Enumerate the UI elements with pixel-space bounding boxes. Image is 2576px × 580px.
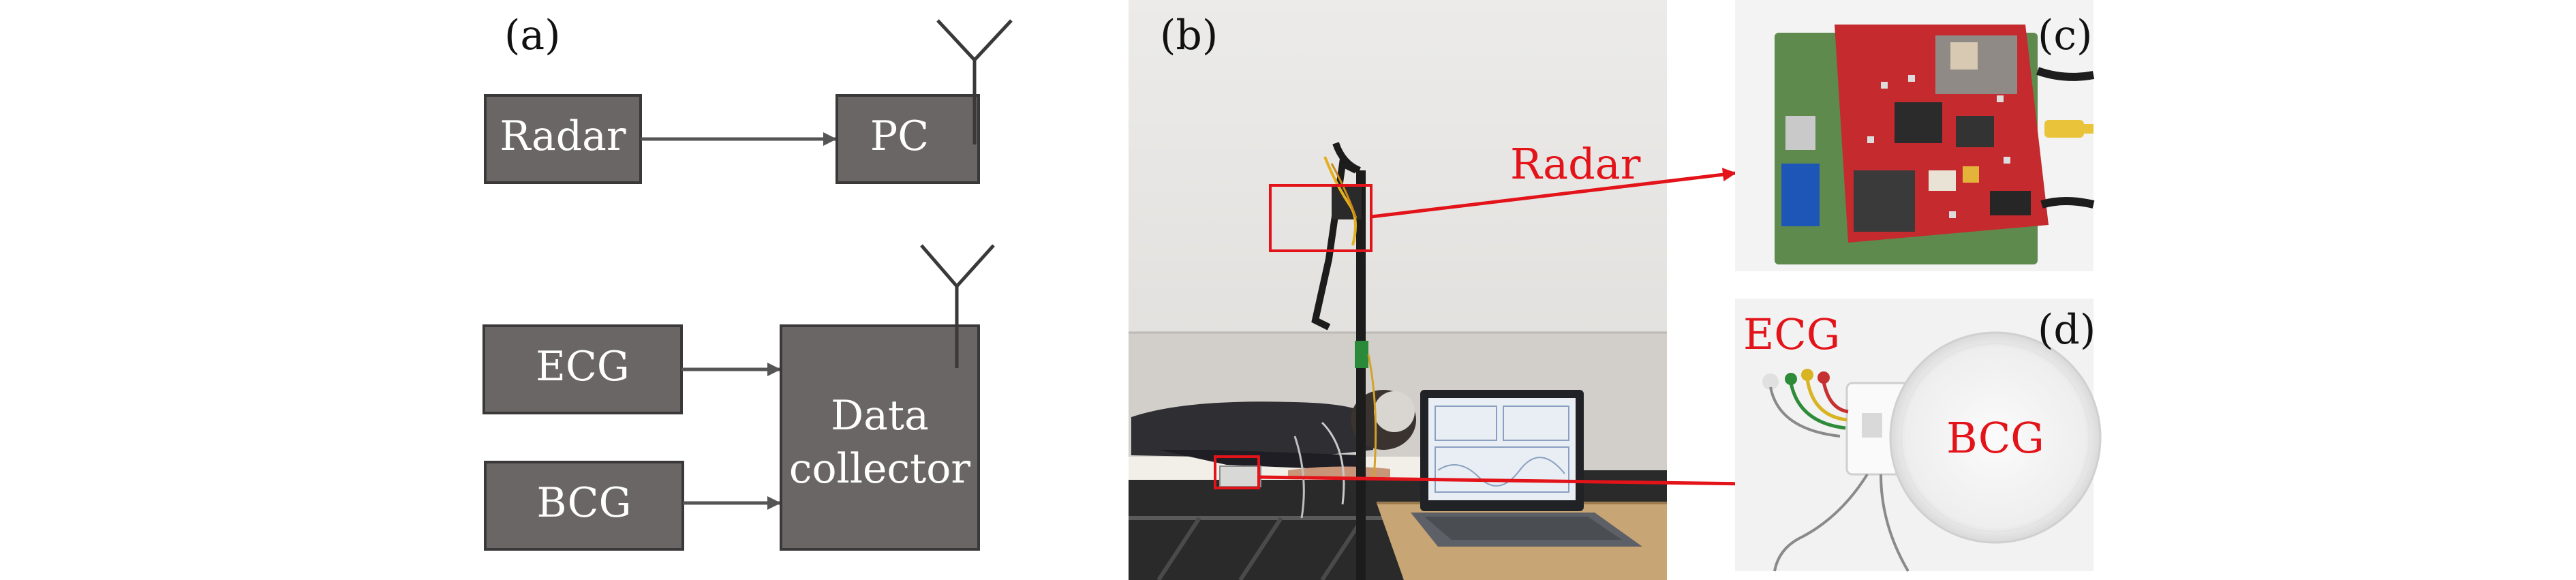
panel-label-c: (c) xyxy=(2038,12,2092,59)
panel-c: (c) xyxy=(1735,0,2095,271)
radar-block-label: Radar xyxy=(500,112,626,160)
panel-label-b: (b) xyxy=(1160,12,1218,59)
ecg-block-label: ECG xyxy=(536,343,630,391)
panel-label-a: (a) xyxy=(504,12,561,59)
bcg-block-label: BCG xyxy=(536,479,631,527)
radar-highlight-box xyxy=(1269,184,1373,252)
panel-label-d: (d) xyxy=(2038,306,2096,354)
sensor-pointer-arrow xyxy=(1258,475,1750,491)
radar-annotation: Radar xyxy=(1510,139,1641,189)
pc-block-label: PC xyxy=(870,112,929,160)
antenna-icon xyxy=(936,19,1013,144)
antenna-icon xyxy=(920,244,995,368)
panel-b: (b) xyxy=(1129,0,1667,580)
data-collector-label-line1: Data xyxy=(831,392,929,440)
panel-d: ECG BCG (d) xyxy=(1735,299,2102,573)
panel-a: (a) Radar PC ECG BCG Data collector xyxy=(482,12,1013,551)
radar-pointer-arrow xyxy=(1370,168,1736,219)
radar-block xyxy=(484,94,642,184)
data-collector-label-line2: collector xyxy=(789,445,970,493)
ecg-block xyxy=(482,324,683,414)
data-collector-block xyxy=(780,324,980,551)
bcg-pad-photo xyxy=(1889,331,2102,544)
bcg-annotation: BCG xyxy=(1946,413,2044,463)
pc-block xyxy=(835,94,980,184)
bcg-block xyxy=(484,461,684,551)
experiment-setup-photo xyxy=(1129,0,1667,580)
ecg-annotation: ECG xyxy=(1743,309,1840,359)
sensor-highlight-box xyxy=(1214,455,1260,489)
radar-board-photo xyxy=(1735,0,2095,271)
